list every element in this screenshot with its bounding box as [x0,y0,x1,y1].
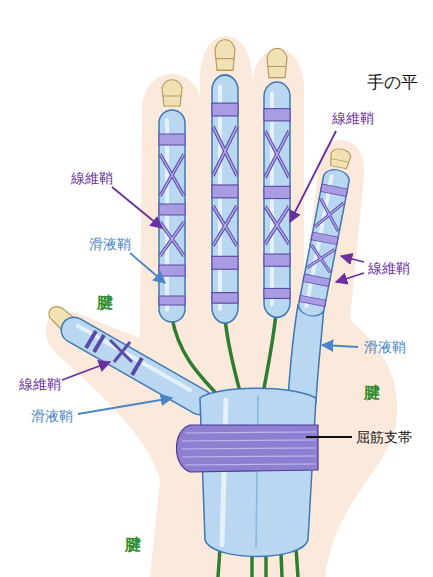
fibrous-sheath-label: 線維鞘 [71,170,113,187]
fibrous-sheath-label: 線維鞘 [332,110,374,127]
flexor-retinaculum [177,425,319,472]
diagram-title: 手の平 [367,72,418,92]
tendon-label: 腱 [364,383,380,402]
synovial-sheath-label: 滑液鞘 [31,408,73,425]
tendon-label: 腱 [97,293,113,312]
finger-sheaths [159,40,355,323]
fibrous-sheath-label: 線維鞘 [368,260,410,277]
retinaculum-label: 屈筋支帯 [356,429,412,446]
fibrous-sheath-label: 線維鞘 [19,376,61,393]
tendon-label: 腱 [125,535,141,554]
leader-lines [62,131,364,437]
synovial-sheath-label: 滑液鞘 [364,339,406,356]
hand-skin [46,36,397,577]
synovial-sheath-label: 滑液鞘 [89,236,131,253]
